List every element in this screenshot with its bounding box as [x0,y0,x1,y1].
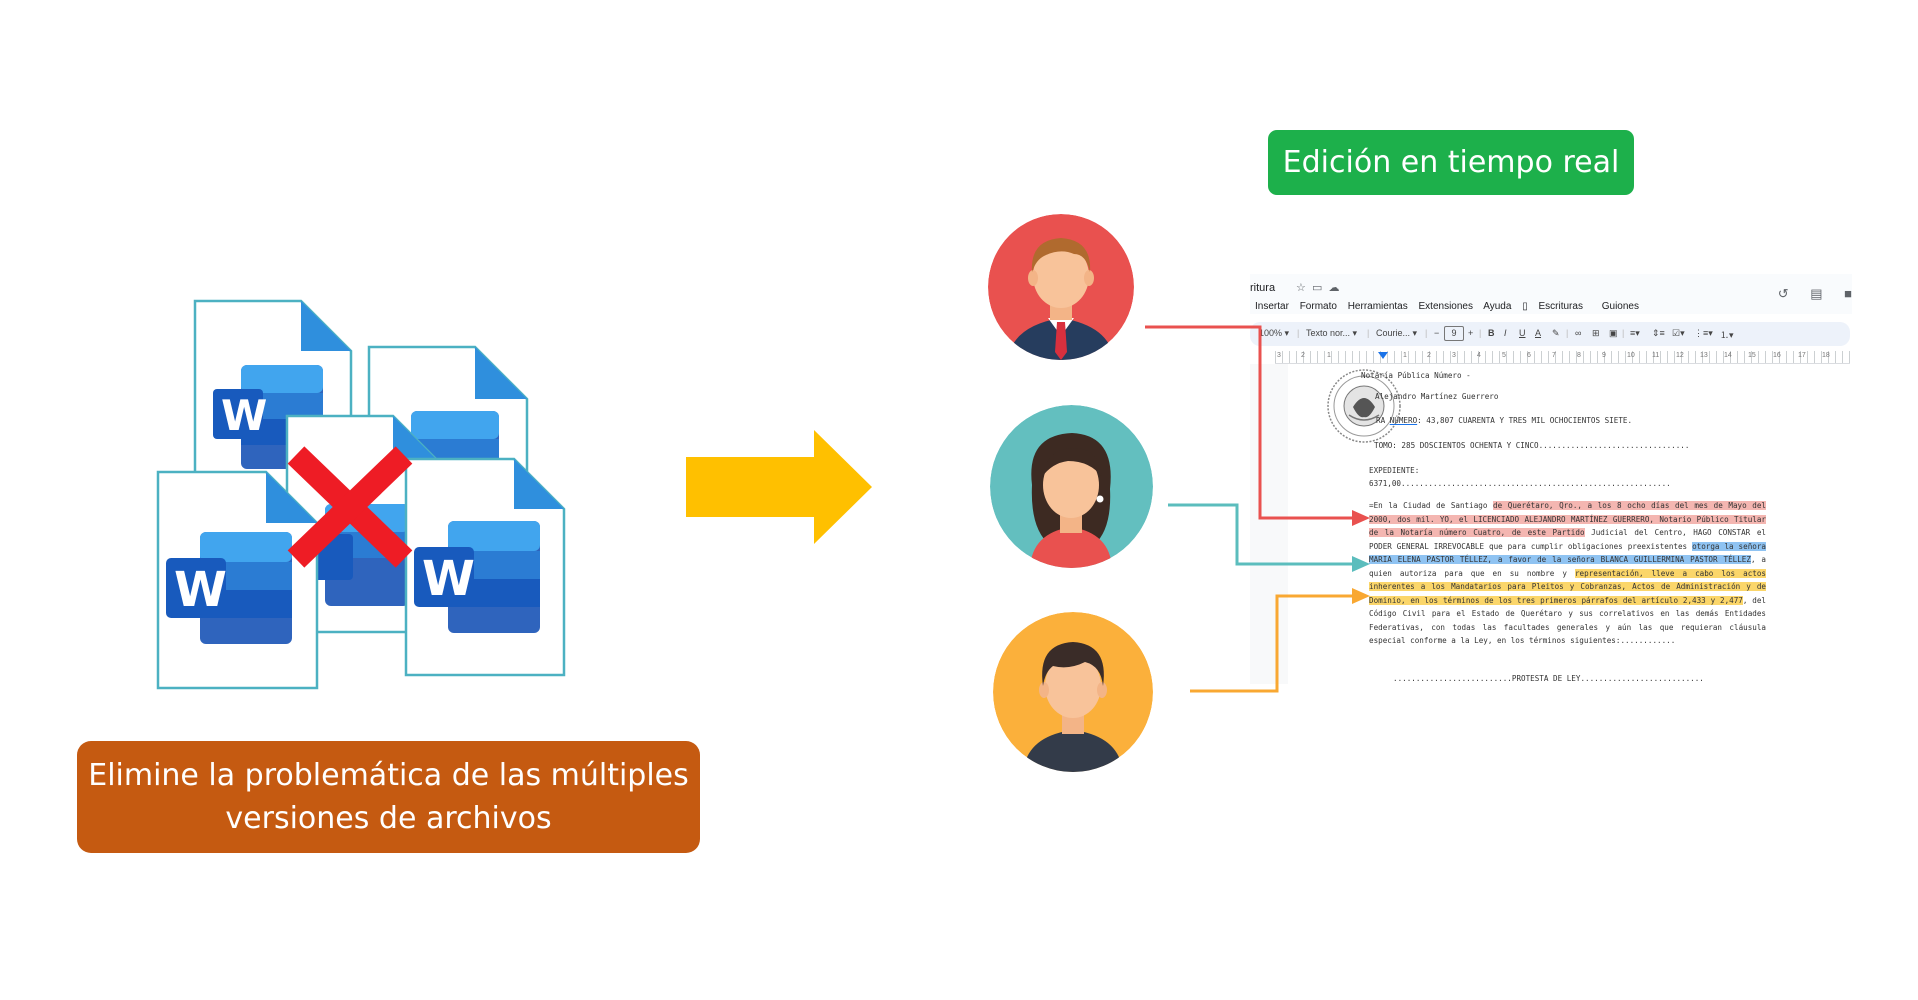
ruler-number: 11 [1652,352,1660,359]
ruler-number: 3 [1452,352,1456,359]
doc-line-exp-num: 6371,00.................................… [1369,479,1671,488]
paragraph-text: , a quien autoriza para que en su nombre… [1369,555,1767,578]
font-size-input[interactable]: 9 [1444,326,1464,341]
ruler-number: 2 [1301,352,1305,359]
paragraph-text: =En la Ciudad de Santiago [1369,501,1494,510]
ruler-number: 1 [1403,352,1407,359]
divider: | [1425,328,1428,338]
ruler-number: 13 [1700,352,1708,359]
ruler-number: 16 [1773,352,1781,359]
doc-line-expediente: EXPEDIENTE: [1369,466,1420,475]
right-arrow-icon [686,430,872,549]
ruler-number: 2 [1427,352,1431,359]
text-color-icon[interactable]: A [1535,328,1542,338]
divider: | [1479,328,1482,338]
line-spacing-icon[interactable]: ⇕≡ [1652,328,1665,338]
user-person-avatar [993,612,1153,772]
image-icon[interactable]: ▣ [1609,328,1618,338]
ruler-number: 18 [1822,352,1830,359]
ruler-number: 9 [1602,352,1606,359]
folder-icon[interactable]: ▭ [1312,282,1323,294]
checklist-icon[interactable]: ☑▾ [1672,328,1685,338]
doc-line-protesta: ..........................PROTESTA DE LE… [1393,674,1704,683]
decrease-font-icon[interactable]: − [1434,328,1440,338]
doc-line-name: Alejandro Martínez Guerrero [1375,392,1499,401]
numero-link[interactable]: NÚMERO [1389,416,1418,425]
style-select[interactable]: Texto nor... ▾ [1306,328,1358,338]
video-call-icon[interactable]: ■ [1844,286,1852,301]
problem-caption: Elimine la problemática de las múltiples… [77,741,700,853]
ruler-number: 12 [1676,352,1684,359]
word-letter: W [422,551,475,607]
menu-insertar[interactable]: Insertar [1255,301,1289,312]
menu-guiones[interactable]: Guiones [1601,301,1639,312]
underline-icon[interactable]: U [1519,328,1526,338]
user-man-avatar [988,214,1134,360]
highlight-icon[interactable]: ✎ [1552,328,1560,338]
doc-line-tomo: TOMO: 285 DOSCIENTOS OCHENTA Y CINCO....… [1374,441,1690,450]
menu-herramientas[interactable]: Herramientas [1347,301,1408,312]
doc-line-numero: RA NÚMERO: 43,807 CUARENTA Y TRES MIL OC… [1376,416,1633,425]
ruler-number: 17 [1798,352,1806,359]
link-icon[interactable]: ∞ [1575,328,1582,338]
word-document-icon-5: W [404,457,566,677]
ruler-number: 14 [1724,352,1732,359]
title-icons: ☆ ▭ ☁ [1296,281,1340,294]
menu-items: Insertar Formato Herramientas Extensione… [1255,301,1647,312]
numbered-list-icon[interactable]: ⒈▾ [1720,330,1734,340]
align-icon[interactable]: ≡▾ [1630,328,1640,338]
editor-right-icons: ↺ ▤ ■ [1760,286,1852,302]
menu-ayuda[interactable]: Ayuda [1483,301,1512,312]
document-title: ritura [1250,282,1276,294]
document-icon: ▯ [1522,301,1528,312]
paragraph-text: Judicial del Centro, HAGO CONSTAR el POD… [1369,528,1766,551]
document-editor-screenshot: ritura ☆ ▭ ☁ Insertar Formato Herramient… [1250,274,1852,684]
ruler-ticks [1275,351,1850,363]
star-icon[interactable]: ☆ [1296,282,1306,294]
ruler-number: 1 [1327,352,1331,359]
user-woman-avatar [990,405,1153,568]
word-letter: W [221,391,268,440]
paragraph-text: , del Código Civil para el Estado de Que… [1369,595,1766,646]
menu-extensiones[interactable]: Extensiones [1418,301,1473,312]
ruler-number: 15 [1748,352,1756,359]
ruler-number: 5 [1502,352,1506,359]
ruler: 3 2 1 1 2 3 4 5 6 7 8 9 10 11 12 13 14 1… [1275,351,1850,364]
increase-font-icon[interactable]: + [1468,328,1474,338]
red-x-icon [282,443,418,576]
font-select[interactable]: Courie... ▾ [1376,328,1418,338]
document-page[interactable] [1288,364,1852,684]
menu-escrituras[interactable]: ▯ Escrituras [1522,301,1583,312]
doc-line-notaria: Notaría Pública Número - [1361,371,1471,380]
realtime-editing-title: Edición en tiempo real [1268,130,1634,195]
ruler-number: 6 [1527,352,1531,359]
editor-menubar: ritura ☆ ▭ ☁ Insertar Formato Herramient… [1250,274,1852,314]
ruler-number: 4 [1477,352,1481,359]
comment-icon[interactable]: ▤ [1810,286,1823,301]
cloud-icon[interactable]: ☁ [1328,282,1340,294]
doc-main-paragraph: =En la Ciudad de Santiago de Querétaro, … [1369,499,1766,648]
history-icon[interactable]: ↺ [1777,286,1789,301]
editor-toolbar: 100% ▾ | Texto nor... ▾ | Courie... ▾ | … [1250,322,1850,346]
bold-icon[interactable]: B [1488,328,1495,338]
caption-line-1: Elimine la problemática de las múltiples [88,758,689,793]
indent-marker[interactable] [1378,352,1388,359]
menu-formato[interactable]: Formato [1299,301,1337,312]
word-letter: W [174,562,227,618]
divider: | [1566,328,1569,338]
caption-line-2: versiones de archivos [225,801,552,836]
word-document-icon-4: W [156,470,319,690]
divider: | [1367,328,1370,338]
add-comment-icon[interactable]: ⊞ [1592,328,1600,338]
ruler-number: 10 [1627,352,1635,359]
ruler-number: 8 [1577,352,1581,359]
italic-icon[interactable]: I [1504,328,1507,338]
ruler-number: 7 [1552,352,1556,359]
divider: | [1297,328,1300,338]
zoom-select[interactable]: 100% ▾ [1259,328,1290,338]
ruler-number: 3 [1277,352,1281,359]
title-text: Edición en tiempo real [1282,145,1620,180]
divider: | [1622,328,1625,338]
bullet-list-icon[interactable]: ⋮≡▾ [1694,328,1713,338]
